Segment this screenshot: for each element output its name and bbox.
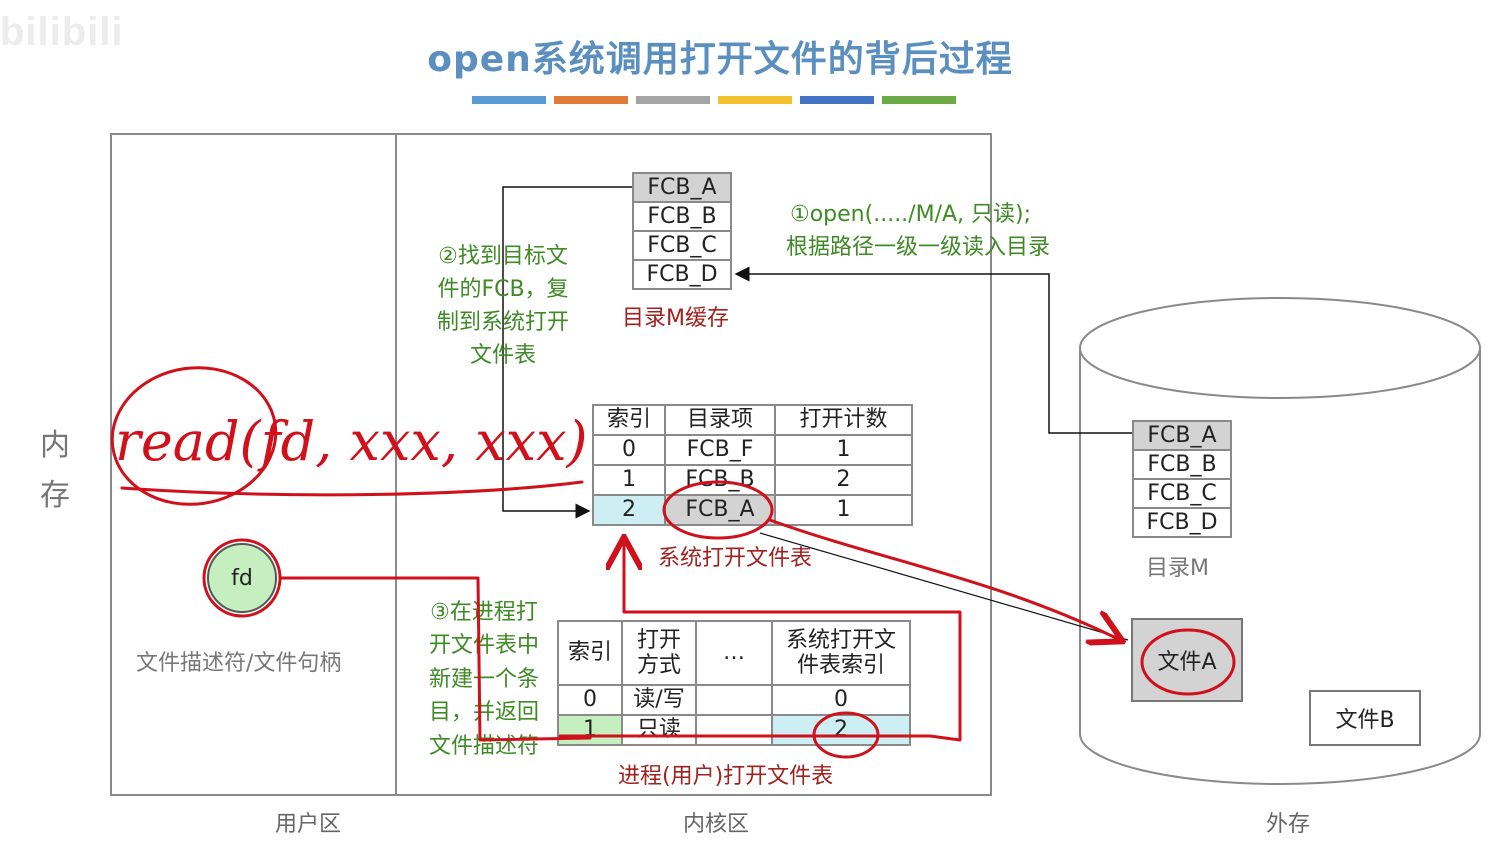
disk-dir-table: FCB_A FCB_B FCB_C FCB_D	[1132, 420, 1232, 538]
column-header: 打开 方式	[621, 620, 697, 686]
step3-line: 开文件表中	[428, 633, 539, 659]
table-row: 0 读/写 0	[557, 684, 911, 716]
column-header: 打开计数	[774, 404, 913, 436]
column-header: 目录项	[664, 404, 776, 436]
table-cell: 读/写	[621, 684, 697, 716]
step1-line1: ①open(...../M/A, 只读);	[790, 202, 1032, 227]
step2-line: 制到系统打开	[436, 310, 569, 335]
ink-curve-to-file	[768, 518, 1120, 640]
ink-underline	[120, 480, 584, 497]
step3-line: 目，并返回	[428, 700, 539, 726]
table-cell: 0	[592, 434, 666, 466]
dir-cache-row: FCB_A	[632, 172, 732, 203]
file-b-box: 文件B	[1309, 690, 1421, 746]
table-cell: 2	[771, 714, 911, 746]
step2-line: 文件表	[469, 343, 536, 368]
step2-line: ②找到目标文	[438, 244, 568, 269]
table-cell: FCB_F	[664, 434, 776, 466]
dir-cache-row: FCB_D	[632, 259, 732, 290]
dir-cache-row: FCB_B	[632, 201, 732, 232]
step2-text: ②找到目标文 件的FCB，复 制到系统打开 文件表	[418, 240, 588, 372]
table-cell: 1	[774, 434, 913, 466]
step3-line: 新建一个条	[428, 666, 539, 692]
ink-fd-line	[278, 576, 592, 742]
disk-dir-row: FCB_B	[1132, 449, 1232, 480]
fd-circle: fd	[207, 543, 277, 613]
step3-text: ③在进程打 开文件表中 新建一个条 目，并返回 文件描述符	[414, 596, 554, 763]
table-cell: 0	[771, 684, 911, 716]
table-cell	[695, 714, 773, 746]
fd-caption: 文件描述符/文件句柄	[136, 651, 342, 676]
ink-circle-2	[812, 711, 880, 759]
fd-label: fd	[231, 565, 253, 591]
process-open-file-table: 索引 打开 方式 … 系统打开文 件表索引 0 读/写 0 1 只读 2	[557, 620, 911, 746]
table-cell: 1	[557, 714, 623, 746]
table-row: 0 FCB_F 1	[592, 434, 913, 466]
ink-circle-file-a	[1140, 628, 1236, 696]
table-cell: 1	[774, 494, 913, 526]
ink-loop	[558, 540, 962, 742]
table-cell: 0	[557, 684, 623, 716]
title-bar-green	[882, 96, 956, 104]
ink-circle-fcb-a	[662, 480, 774, 540]
title-bar-orange	[554, 96, 628, 104]
table-cell: 1	[592, 464, 666, 496]
ink-handwriting: read(fd, xxx, xxx)	[115, 410, 588, 473]
memory-side-label-bottom: 存	[40, 478, 70, 513]
title-bar-navy	[800, 96, 874, 104]
step2-line: 件的FCB，复	[437, 277, 569, 302]
table-cell: 只读	[621, 714, 697, 746]
dir-cache-row: FCB_C	[632, 230, 732, 261]
table-row: 1 FCB_B 2	[592, 464, 913, 496]
process-table-caption: 进程(用户)打开文件表	[618, 764, 834, 789]
system-open-file-table: 索引 目录项 打开计数 0 FCB_F 1 1 FCB_B 2 2 FCB_A …	[592, 404, 913, 526]
disk-dir-row: FCB_A	[1132, 420, 1232, 451]
column-header: …	[695, 620, 773, 686]
memory-side-label-top: 内	[40, 428, 70, 463]
file-b-label: 文件B	[1335, 708, 1395, 733]
kernel-zone-panel	[395, 133, 992, 796]
column-header: 索引	[557, 620, 623, 686]
bilibili-watermark: bilibili	[0, 10, 124, 54]
step1-line2: 根据路径一级一级读入目录	[786, 235, 1051, 260]
title-bar-yellow	[718, 96, 792, 104]
column-header: 索引	[592, 404, 666, 436]
title-bar-gray	[636, 96, 710, 104]
arrow-fcb-to-file	[759, 532, 1129, 641]
file-a-label: 文件A	[1157, 650, 1217, 675]
system-table-caption: 系统打开文件表	[658, 546, 813, 571]
table-header-row: 索引 目录项 打开计数	[592, 404, 913, 436]
kernel-zone-label: 内核区	[682, 812, 749, 837]
table-cell: FCB_A	[664, 494, 776, 526]
table-row: 1 只读 2	[557, 714, 911, 746]
dir-cache-table: FCB_A FCB_B FCB_C FCB_D	[632, 172, 732, 290]
arrow-cache-to-system-table	[502, 186, 632, 519]
disk-dir-row: FCB_D	[1132, 507, 1232, 538]
user-zone-label: 用户区	[274, 812, 341, 837]
column-header: 系统打开文 件表索引	[771, 620, 911, 686]
table-row: 2 FCB_A 1	[592, 494, 913, 526]
arrow-disk-to-cache	[734, 266, 1132, 434]
ink-circle-read	[110, 366, 278, 506]
disk-dir-row: FCB_C	[1132, 478, 1232, 509]
table-cell	[695, 684, 773, 716]
title-bar-blue	[472, 96, 546, 104]
ink-circle-fd	[202, 538, 282, 618]
file-a-box: 文件A	[1131, 618, 1243, 702]
disk-dir-caption: 目录M	[1146, 556, 1209, 581]
table-cell: 2	[592, 494, 666, 526]
slide-title: open系统调用打开文件的背后过程	[427, 39, 1013, 80]
dir-cache-caption: 目录M缓存	[622, 306, 729, 331]
external-zone-label: 外存	[1265, 812, 1310, 837]
step3-line: ③在进程打	[430, 600, 538, 625]
table-cell: 2	[774, 464, 913, 496]
table-header-row: 索引 打开 方式 … 系统打开文 件表索引	[557, 620, 911, 686]
